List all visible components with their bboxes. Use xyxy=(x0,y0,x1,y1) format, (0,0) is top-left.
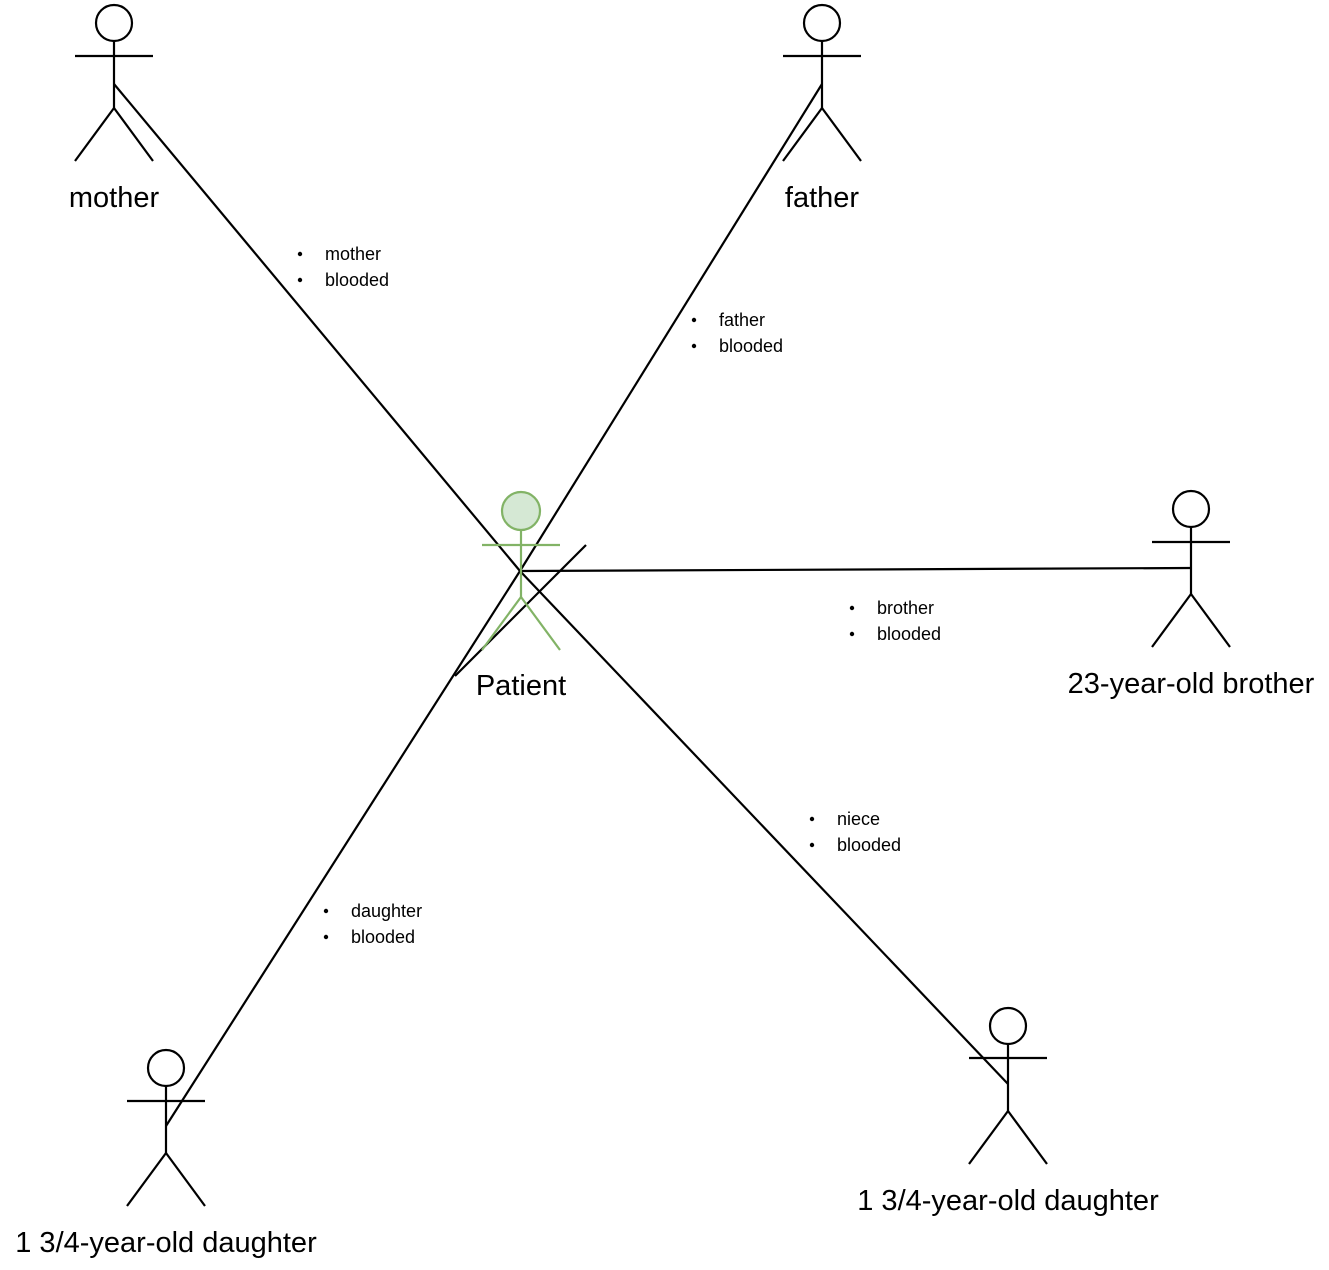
connector-daughter-left xyxy=(165,570,521,1127)
edge-label-niece: niece blooded xyxy=(809,809,901,855)
edge-label-mother-item: mother xyxy=(325,244,381,264)
actor-label-father: father xyxy=(785,182,859,214)
edge-label-niece-item: niece xyxy=(837,809,880,829)
actor-label-mother: mother xyxy=(69,182,160,214)
actor-label-daughter-right: 1 3/4-year-old daughter xyxy=(857,1185,1159,1217)
actor-mother[interactable] xyxy=(74,3,154,162)
connector-mother xyxy=(113,83,521,572)
actor-brother[interactable] xyxy=(1151,489,1231,648)
edge-label-mother-item: blooded xyxy=(325,270,389,290)
actor-daughter-right[interactable] xyxy=(968,1006,1048,1165)
actor-daughter-left[interactable] xyxy=(126,1048,206,1207)
edge-label-daughter: daughter blooded xyxy=(323,901,422,947)
actor-label-patient: Patient xyxy=(476,670,566,702)
connector-daughter-right xyxy=(519,570,1009,1085)
edge-label-brother-item: brother xyxy=(877,598,934,618)
connector-brother xyxy=(519,566,1192,573)
actor-father[interactable] xyxy=(782,3,862,162)
actor-label-brother: 23-year-old brother xyxy=(1068,668,1315,700)
actor-label-daughter-left: 1 3/4-year-old daughter xyxy=(15,1227,317,1259)
edge-label-father-item: blooded xyxy=(719,336,783,356)
edge-label-daughter-item: blooded xyxy=(351,927,415,947)
edge-label-brother: brother blooded xyxy=(849,598,941,644)
connector-father xyxy=(519,83,823,572)
edge-label-daughter-item: daughter xyxy=(351,901,422,921)
actor-patient[interactable] xyxy=(481,490,561,651)
edge-label-father-item: father xyxy=(719,310,765,330)
edge-label-mother: mother blooded xyxy=(297,244,389,290)
edge-label-father: father blooded xyxy=(691,310,783,356)
connectors xyxy=(113,83,1192,1127)
connector-stub xyxy=(454,544,587,677)
edge-label-brother-item: blooded xyxy=(877,624,941,644)
edge-label-niece-item: blooded xyxy=(837,835,901,855)
